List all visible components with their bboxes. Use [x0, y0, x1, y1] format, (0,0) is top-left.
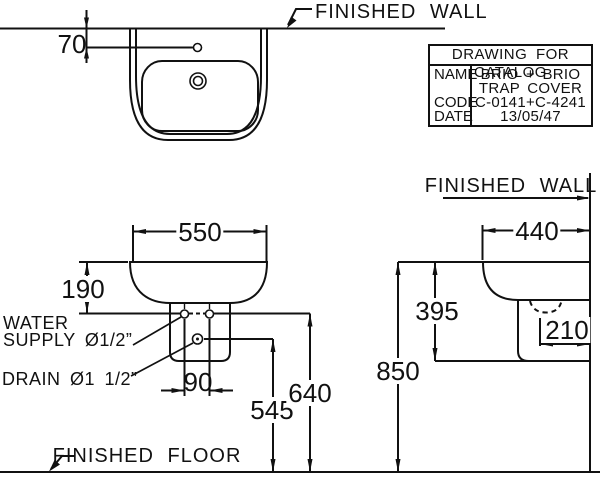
basin-bowl-outline [141, 60, 259, 132]
front-view [0, 225, 600, 473]
catalog-table-divider [470, 66, 472, 125]
dim-640-text: 640 [286, 378, 334, 408]
catalog-table: DRAWING FOR CATALOG NAME CODE DATE BRIO … [428, 44, 593, 127]
catalog-table-title: DRAWING FOR CATALOG [430, 46, 591, 81]
finished-wall-top-label: FINISHED WALL [315, 1, 488, 23]
drain-label: DRAIN Ø1 1/2” [2, 369, 138, 389]
dim-550-text: 550 [176, 217, 224, 247]
basin-outer-outline [129, 28, 268, 141]
finished-floor-arrowhead [49, 460, 60, 472]
catalog-row-label: DATE [434, 108, 473, 125]
front-basin-outline [128, 261, 269, 304]
dim-850-text: 850 [374, 356, 422, 386]
finished-wall-top-arrowhead [287, 16, 297, 28]
dim-210-text: 210 [543, 315, 591, 345]
catalog-row-label: CODE [434, 94, 478, 111]
drain-hole-center-dot [196, 337, 199, 341]
dim-190-text: 190 [59, 274, 107, 304]
catalog-row-value: 13/05/47 [500, 108, 561, 125]
catalog-row-label: NAME [434, 66, 478, 83]
dim-70 [84, 10, 193, 63]
finished-floor-label: FINISHED FLOOR [52, 445, 242, 467]
side-basin-profile [482, 261, 590, 301]
water-supply-hole-right [204, 309, 215, 319]
front-pedestal-outline [169, 303, 231, 362]
water-supply-label-line1: WATER [3, 313, 69, 333]
finished-wall-right-arrowhead [577, 195, 590, 201]
side-pedestal-profile [517, 300, 530, 362]
catalog-row-value: BRIO + BRIO [480, 66, 581, 83]
catalog-table-labels: NAME CODE DATE [434, 66, 478, 125]
catalog-row-value: TRAP COVER [478, 80, 583, 97]
overflow-hole-inner [192, 75, 204, 87]
water-supply-label-line2: SUPPLY Ø1/2” [3, 329, 133, 350]
catalog-row-value: C-0141+C-4241 [474, 94, 587, 111]
overflow-hole-outer [189, 72, 207, 90]
faucet-hole [192, 42, 203, 53]
drain-leader [130, 342, 194, 377]
trap-cover-hidden-line [529, 300, 563, 314]
water-supply-leader [132, 316, 182, 346]
water-supply-label: WATER SUPPLY Ø1/2” [3, 313, 133, 350]
top-view [0, 8, 445, 141]
water-supply-hole-left [179, 309, 190, 319]
dim-395-text: 395 [413, 296, 461, 326]
dim-90-text: 90 [183, 367, 213, 397]
catalog-table-body: NAME CODE DATE BRIO + BRIO TRAP COVER C-… [430, 66, 591, 125]
dim-70-text: 70 [57, 29, 87, 59]
catalog-table-values: BRIO + BRIO TRAP COVER C-0141+C-4241 13/… [472, 66, 589, 125]
dim-440-text: 440 [513, 216, 561, 246]
dim-90 [161, 319, 233, 396]
finished-wall-right-label: FINISHED WALL [424, 175, 598, 197]
